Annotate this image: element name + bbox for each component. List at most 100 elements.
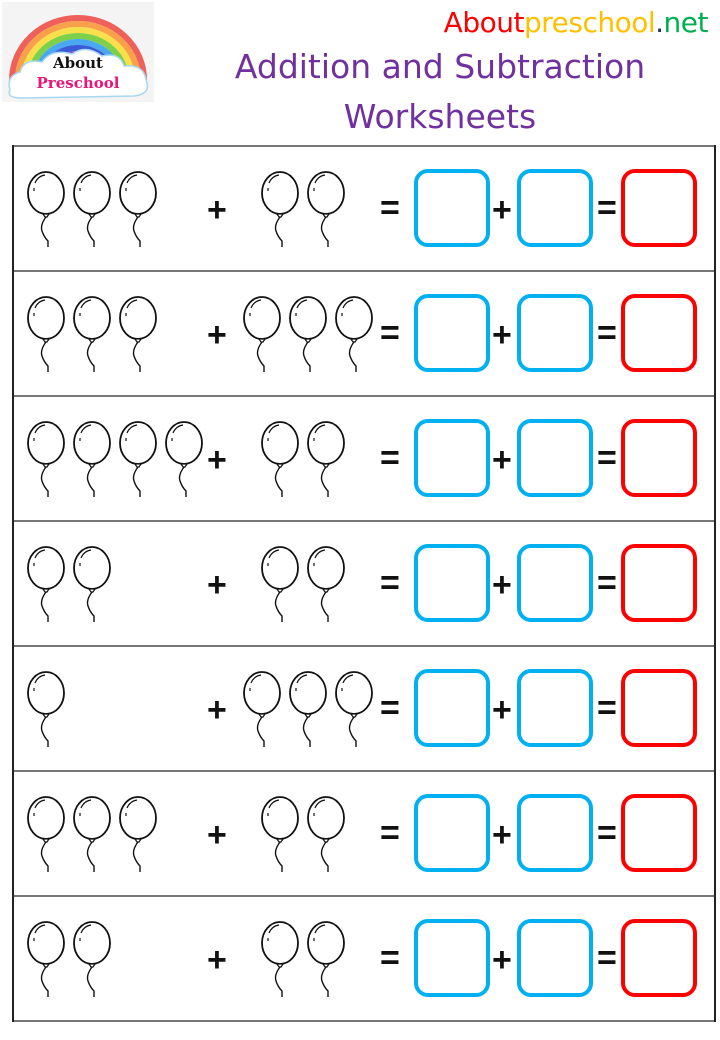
equals-sign: = — [597, 314, 617, 352]
problem-row: +=+= — [14, 145, 714, 270]
problem-row: +=+= — [14, 395, 714, 520]
result-box[interactable] — [621, 419, 697, 497]
balloon-icon — [26, 669, 70, 749]
plus-sign: + — [492, 191, 512, 229]
answer-box-first[interactable] — [414, 169, 490, 247]
result-box[interactable] — [621, 294, 697, 372]
worksheet-table: +=+=+=+=+=+=+=+=+=+=+=+=+=+= — [12, 145, 716, 1022]
balloon-icon — [306, 794, 350, 874]
problem-row: +=+= — [14, 895, 714, 1022]
balloon-icon — [334, 294, 378, 374]
left-balloon-group — [26, 294, 164, 374]
site-url-net: net — [663, 6, 709, 39]
result-box[interactable] — [621, 669, 697, 747]
equals-sign: = — [597, 564, 617, 602]
balloon-icon — [242, 294, 286, 374]
result-box[interactable] — [621, 169, 697, 247]
title-line-2: Worksheets — [343, 97, 537, 136]
answer-box-second[interactable] — [517, 294, 593, 372]
result-box[interactable] — [621, 919, 697, 997]
balloon-icon — [306, 419, 350, 499]
problem-row: +=+= — [14, 645, 714, 770]
equals-sign: = — [380, 564, 400, 602]
left-balloon-group — [26, 169, 164, 249]
plus-sign: + — [207, 816, 227, 854]
plus-sign: + — [207, 941, 227, 979]
balloon-icon — [334, 669, 378, 749]
balloon-icon — [288, 669, 332, 749]
equals-sign: = — [380, 314, 400, 352]
answer-box-first[interactable] — [414, 544, 490, 622]
answer-box-second[interactable] — [517, 169, 593, 247]
balloon-icon — [72, 544, 116, 624]
equals-sign: = — [380, 939, 400, 977]
plus-sign: + — [492, 941, 512, 979]
svg-text:About: About — [52, 54, 103, 72]
result-box[interactable] — [621, 794, 697, 872]
balloon-icon — [26, 794, 70, 874]
rainbow-icon: About Preschool — [2, 2, 154, 102]
site-url-about: About — [443, 6, 525, 39]
balloon-icon — [260, 544, 304, 624]
answer-box-first[interactable] — [414, 294, 490, 372]
balloon-icon — [306, 169, 350, 249]
plus-sign: + — [492, 816, 512, 854]
balloon-icon — [260, 419, 304, 499]
answer-box-second[interactable] — [517, 544, 593, 622]
result-box[interactable] — [621, 544, 697, 622]
equals-sign: = — [380, 189, 400, 227]
right-balloon-group — [260, 794, 352, 874]
balloon-icon — [26, 544, 70, 624]
plus-sign: + — [207, 566, 227, 604]
answer-box-first[interactable] — [414, 794, 490, 872]
answer-box-second[interactable] — [517, 669, 593, 747]
balloon-icon — [72, 919, 116, 999]
balloon-icon — [72, 794, 116, 874]
balloon-icon — [72, 294, 116, 374]
balloon-icon — [118, 294, 162, 374]
equals-sign: = — [597, 814, 617, 852]
right-balloon-group — [260, 169, 352, 249]
balloon-icon — [72, 169, 116, 249]
balloon-icon — [26, 419, 70, 499]
plus-sign: + — [207, 691, 227, 729]
about-preschool-logo: About Preschool — [2, 2, 154, 102]
answer-box-second[interactable] — [517, 419, 593, 497]
equals-sign: = — [597, 689, 617, 727]
right-balloon-group — [242, 669, 380, 749]
left-balloon-group — [26, 669, 72, 749]
plus-sign: + — [492, 441, 512, 479]
balloon-icon — [118, 794, 162, 874]
svg-text:Preschool: Preschool — [37, 74, 120, 92]
plus-sign: + — [492, 316, 512, 354]
answer-box-first[interactable] — [414, 669, 490, 747]
equals-sign: = — [380, 689, 400, 727]
site-url[interactable]: Aboutpreschool.net — [443, 6, 709, 40]
balloon-icon — [26, 169, 70, 249]
balloon-icon — [72, 419, 116, 499]
right-balloon-group — [260, 544, 352, 624]
site-url-dot: . — [655, 6, 664, 39]
right-balloon-group — [260, 419, 352, 499]
balloon-icon — [288, 294, 332, 374]
left-balloon-group — [26, 919, 118, 999]
balloon-icon — [306, 544, 350, 624]
answer-box-second[interactable] — [517, 919, 593, 997]
answer-box-first[interactable] — [414, 419, 490, 497]
left-balloon-group — [26, 544, 118, 624]
left-balloon-group — [26, 419, 210, 499]
left-balloon-group — [26, 794, 164, 874]
problem-row: +=+= — [14, 520, 714, 645]
equals-sign: = — [380, 439, 400, 477]
plus-sign: + — [207, 191, 227, 229]
balloon-icon — [26, 294, 70, 374]
balloon-icon — [118, 419, 162, 499]
balloon-icon — [118, 169, 162, 249]
answer-box-first[interactable] — [414, 919, 490, 997]
balloon-icon — [260, 794, 304, 874]
site-url-preschool: preschool — [523, 6, 656, 39]
answer-box-second[interactable] — [517, 794, 593, 872]
title-line-1: Addition and Subtraction — [234, 47, 646, 86]
balloon-icon — [164, 419, 208, 499]
balloon-icon — [260, 919, 304, 999]
